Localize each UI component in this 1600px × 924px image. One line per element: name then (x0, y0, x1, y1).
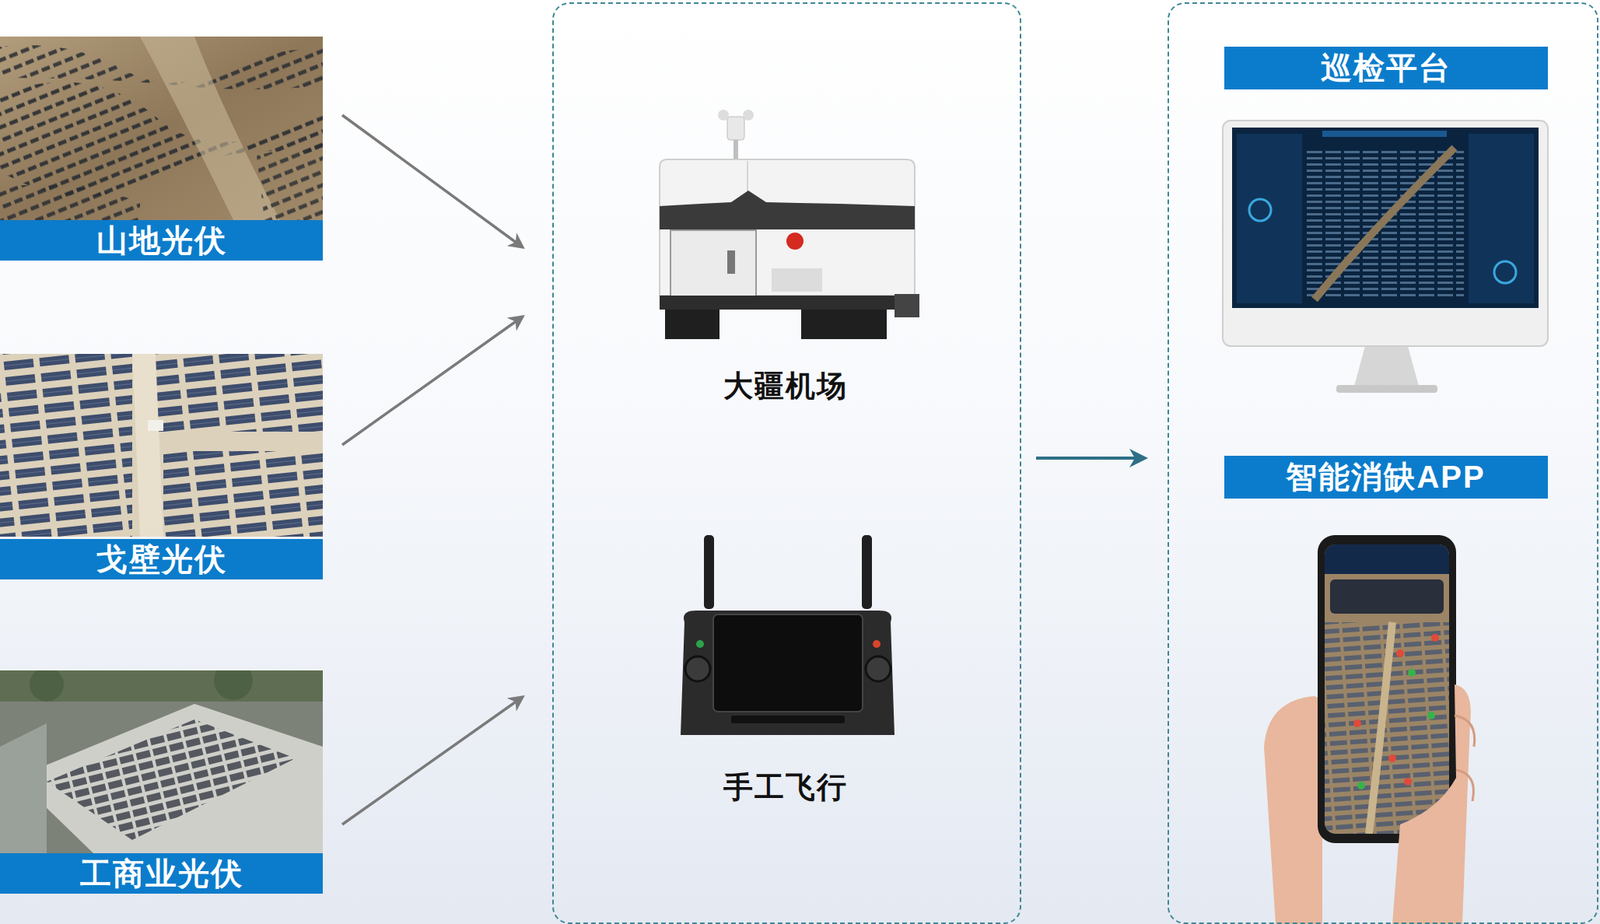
output-card: 智能消缺APP (1224, 455, 1548, 924)
region-card: 工商业光伏 (0, 670, 323, 894)
group-frame: 巡检平台智能消缺APP (1167, 2, 1599, 924)
flow-arrow (342, 696, 523, 825)
flow-arrow (342, 115, 523, 248)
phone-illustration (1263, 535, 1475, 924)
flow-arrow (342, 316, 523, 445)
label-text: 山地光伏 (96, 219, 228, 263)
device-caption: 大疆机场 (637, 366, 934, 407)
gobi-photo (0, 353, 323, 537)
flow-arrow (1036, 456, 1145, 460)
label-text: 工商业光伏 (80, 852, 244, 896)
controller-illustration (680, 535, 895, 736)
label-band: 戈壁光伏 (0, 539, 323, 580)
region-card: 山地光伏 (0, 36, 323, 261)
label-text: 手工飞行 (723, 770, 848, 804)
label-band: 巡检平台 (1224, 46, 1548, 90)
label-band: 山地光伏 (0, 220, 323, 261)
rooftop-photo (0, 670, 323, 854)
device-card: 大疆机场 (637, 108, 934, 407)
region-card: 戈壁光伏 (0, 353, 323, 580)
output-card: 巡检平台 (1224, 46, 1548, 397)
group-frame: 大疆机场手工飞行 (552, 2, 1022, 924)
monitor-illustration (1222, 120, 1548, 393)
label-band: 智能消缺APP (1224, 455, 1548, 499)
device-card: 手工飞行 (661, 528, 911, 808)
mountain-photo (0, 36, 323, 221)
label-text: 大疆机场 (723, 369, 848, 403)
label-text: 巡检平台 (1320, 46, 1452, 90)
label-text: 智能消缺APP (1285, 455, 1485, 499)
label-band: 工商业光伏 (0, 853, 323, 894)
label-text: 戈壁光伏 (96, 538, 228, 582)
device-caption: 手工飞行 (661, 767, 911, 808)
dock-illustration (659, 109, 920, 340)
